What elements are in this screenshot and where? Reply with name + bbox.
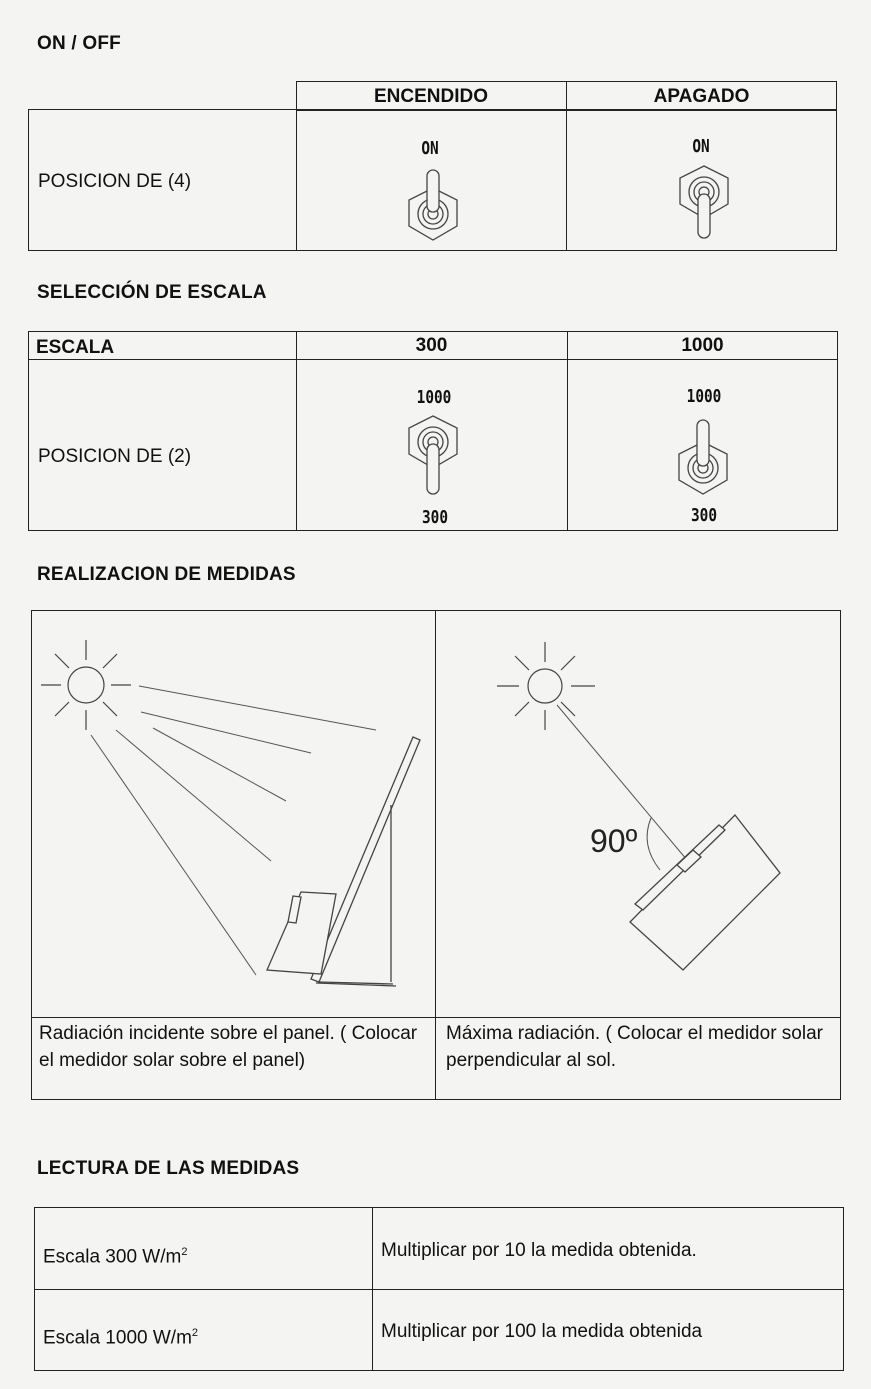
header-encendido: ENCENDIDO: [373, 86, 488, 107]
row-label-posicion-4: POSICION DE (4): [38, 171, 192, 192]
light-ray: [556, 704, 688, 861]
incident-radiation-diagram: [41, 640, 421, 987]
section-title-onoff: ON / OFF: [37, 33, 121, 54]
section-title-escala: SELECCIÓN DE ESCALA: [37, 282, 267, 303]
unit-exponent: 2: [181, 1246, 188, 1258]
toggle-switch-icon: [678, 419, 728, 495]
caption-max-radiation: Máxima radiación. ( Colocar el medidor s…: [446, 1023, 823, 1071]
escala-divider-2: [567, 331, 568, 531]
onoff-body-row: [28, 109, 837, 251]
sun-icon: [497, 642, 595, 730]
escala-divider: [296, 331, 297, 531]
row-label-posicion-2: POSICION DE (2): [38, 446, 192, 467]
toggle-switch-icon: [408, 415, 458, 495]
header-escala: ESCALA: [36, 337, 115, 358]
caption-incident: Radiación incidente sobre el panel. ( Co…: [39, 1023, 418, 1071]
action-cell: Multiplicar por 100 la medida obtenida: [381, 1321, 703, 1342]
section-title-lectura: LECTURA DE LAS MEDIDAS: [37, 1158, 300, 1179]
angle-arc: [646, 817, 661, 871]
toggle-switch-icon: [408, 169, 458, 241]
header-apagado: APAGADO: [653, 86, 750, 107]
solar-meter-icon: [266, 891, 337, 975]
solar-meter-icon: [629, 814, 781, 971]
escala-header-divider: [28, 359, 838, 360]
toggle-switch-icon: [679, 165, 729, 239]
unit-exponent: 2: [191, 1327, 199, 1339]
switch-label-300: 300: [690, 505, 717, 526]
scale-cell: Escala 300 W/m: [43, 1246, 182, 1268]
switch-label-on: ON: [421, 138, 439, 159]
switch-label-on: ON: [692, 136, 710, 157]
medidas-frame: [31, 610, 841, 1100]
switch-label-1000: 1000: [686, 386, 722, 407]
lectura-row-divider: [34, 1289, 844, 1290]
max-radiation-diagram: [497, 642, 781, 971]
action-cell: Multiplicar por 10 la medida obtenida.: [381, 1240, 697, 1261]
table-row: Escala 1000 W/m2: [43, 1322, 198, 1349]
header-1000: 1000: [681, 335, 724, 356]
switch-label-300: 300: [421, 507, 448, 528]
medidas-divider: [435, 610, 436, 1100]
onoff-divider-2: [566, 81, 567, 251]
sun-icon: [41, 640, 131, 730]
onoff-divider: [296, 109, 297, 251]
escala-table-frame: [28, 331, 838, 531]
switch-label-1000: 1000: [416, 387, 452, 408]
scale-cell: Escala 1000 W/m: [43, 1327, 192, 1349]
lectura-col-divider: [372, 1207, 373, 1371]
medidas-caption-divider: [31, 1017, 841, 1018]
table-row: Escala 300 W/m2: [43, 1241, 187, 1268]
header-300: 300: [415, 335, 448, 356]
angle-label: 90º: [590, 823, 638, 859]
section-title-medidas: REALIZACION DE MEDIDAS: [37, 564, 296, 585]
light-rays: [90, 685, 377, 976]
panel-icon: [310, 736, 421, 987]
